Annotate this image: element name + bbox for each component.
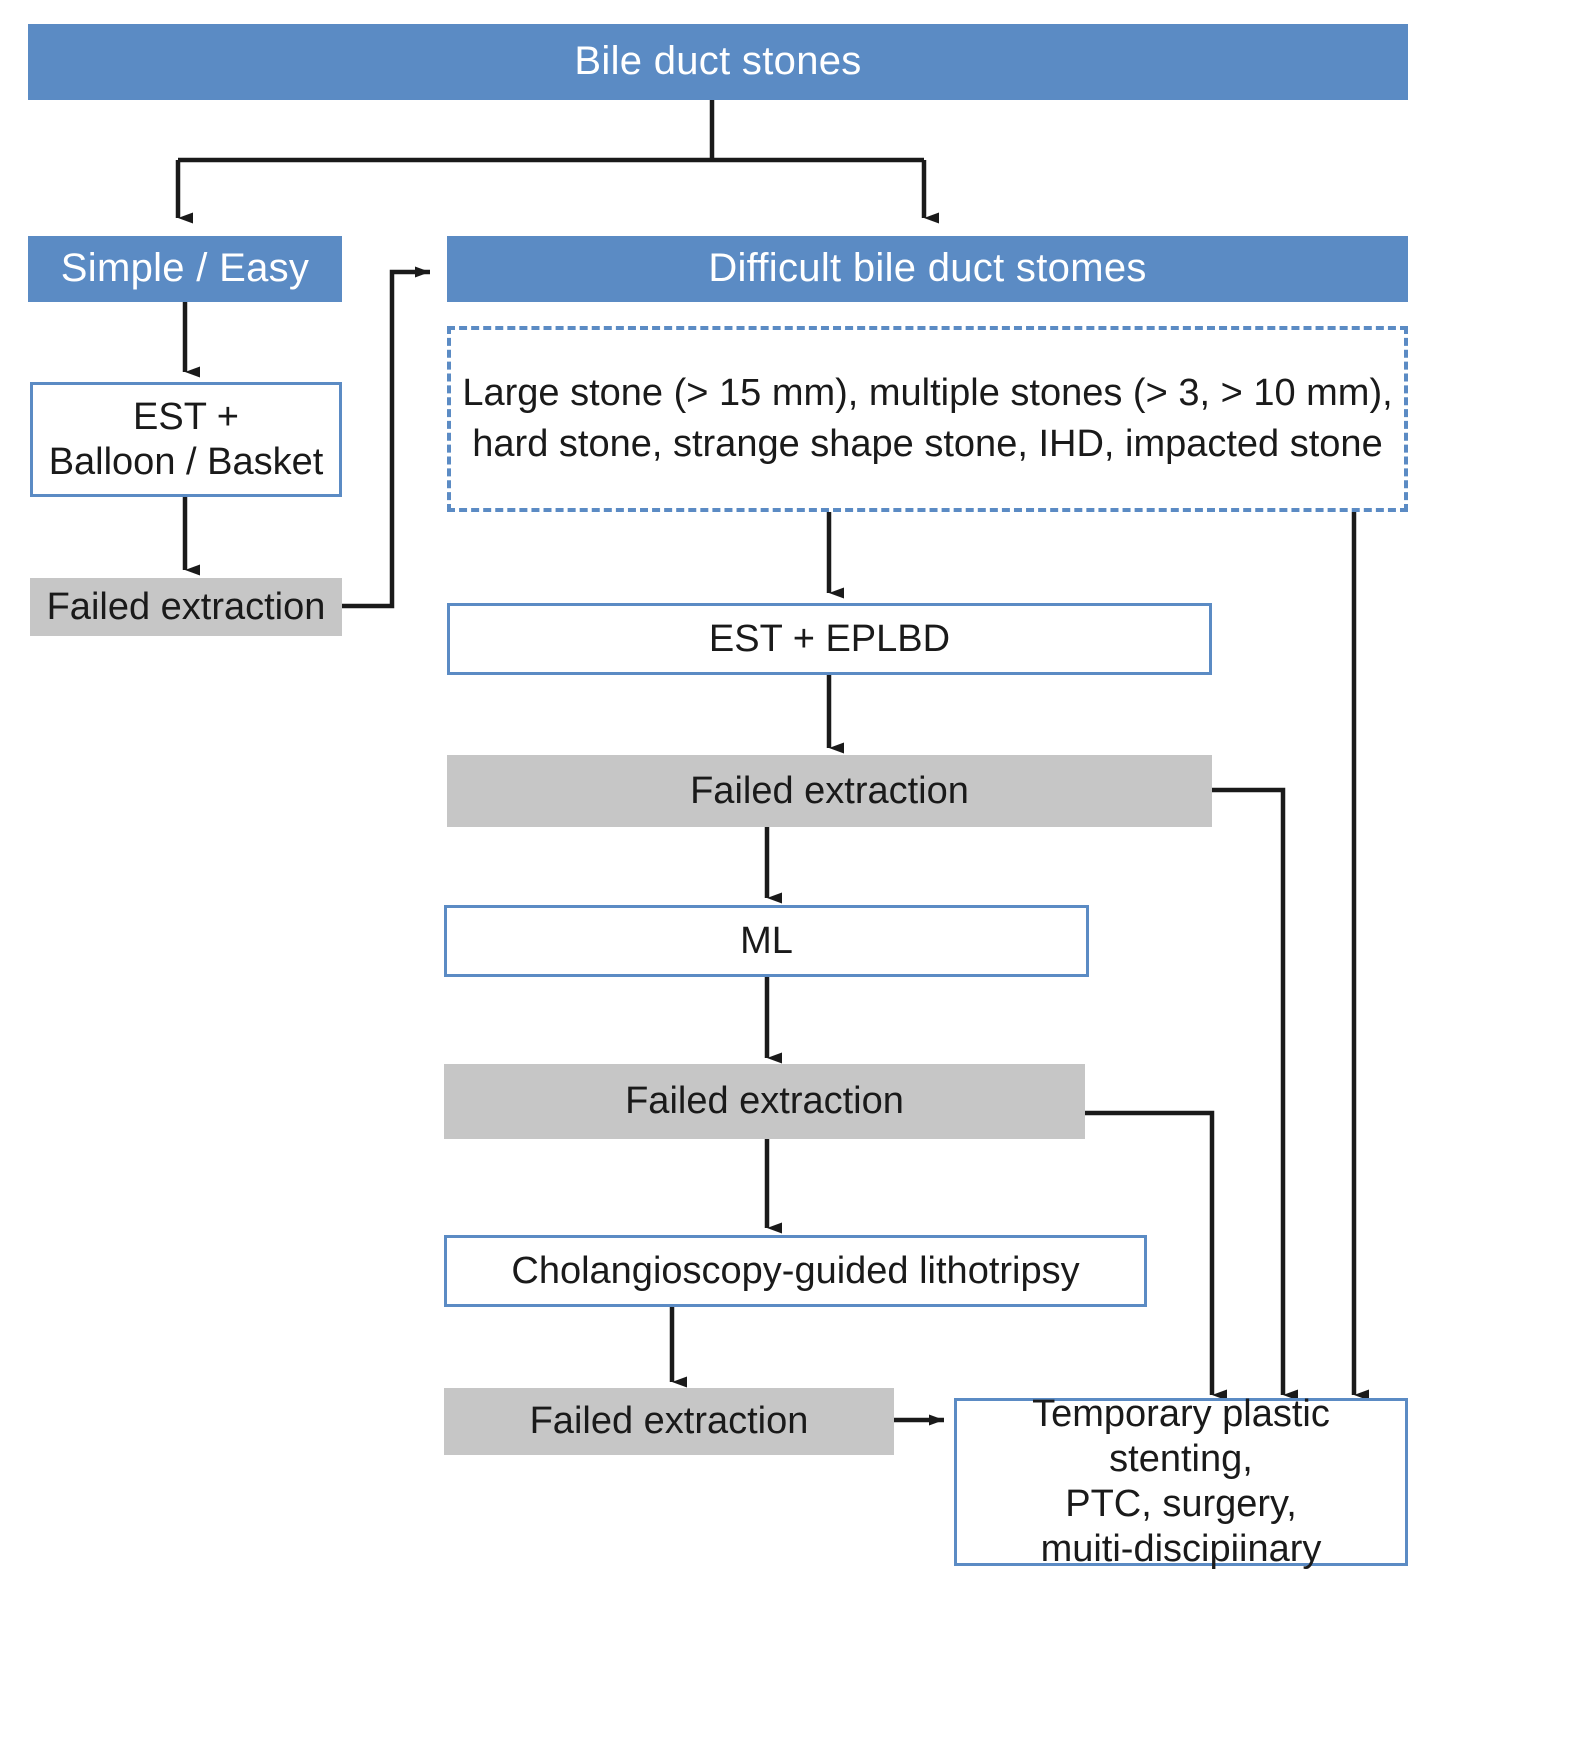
node-ml[interactable]: ML xyxy=(444,905,1089,977)
node-failed-extraction-left[interactable]: Failed extraction xyxy=(30,578,342,636)
node-label: Large stone (> 15 mm), multiple stones (… xyxy=(462,371,1393,465)
node-label: Failed extraction xyxy=(690,769,969,812)
node-difficult-bile-duct-stones[interactable]: Difficult bile duct stomes xyxy=(447,236,1408,302)
node-failed-extraction-1[interactable]: Failed extraction xyxy=(447,755,1212,827)
node-label: Failed extraction xyxy=(46,585,326,628)
node-failed-extraction-2[interactable]: Failed extraction xyxy=(444,1064,1085,1139)
node-label: Bile duct stones xyxy=(574,39,862,84)
edge-failed2-bypass-to-salvage xyxy=(1085,1110,1227,1401)
node-est-balloon-basket[interactable]: EST + Balloon / Basket xyxy=(30,382,342,497)
node-label: Failed extraction xyxy=(625,1080,904,1123)
node-difficult-criteria: Large stone (> 15 mm), multiple stones (… xyxy=(447,326,1408,512)
node-cholangioscopy-guided-lithotripsy[interactable]: Cholangioscopy-guided lithotripsy xyxy=(444,1235,1147,1307)
node-bile-duct-stones[interactable]: Bile duct stones xyxy=(28,24,1408,100)
node-label: EST + EPLBD xyxy=(708,617,951,660)
node-label: Simple / Easy xyxy=(60,246,310,291)
node-label: Failed extraction xyxy=(529,1400,809,1443)
node-salvage-options[interactable]: Temporary plastic stenting, PTC, surgery… xyxy=(954,1393,1408,1570)
node-est-eplbd[interactable]: EST + EPLBD xyxy=(447,603,1212,675)
edge-failed1-bypass-to-salvage xyxy=(1211,787,1298,1401)
edge-failed-left-to-difficult xyxy=(341,266,430,609)
node-failed-extraction-3[interactable]: Failed extraction xyxy=(444,1388,894,1455)
node-label: Temporary plastic stenting, PTC, surgery… xyxy=(1032,1393,1330,1570)
node-label: EST + Balloon / Basket xyxy=(48,395,324,483)
node-label: Cholangioscopy-guided lithotripsy xyxy=(511,1249,1080,1292)
node-simple-easy[interactable]: Simple / Easy xyxy=(28,236,342,302)
node-label: ML xyxy=(740,919,793,962)
node-label: Difficult bile duct stomes xyxy=(708,246,1147,291)
